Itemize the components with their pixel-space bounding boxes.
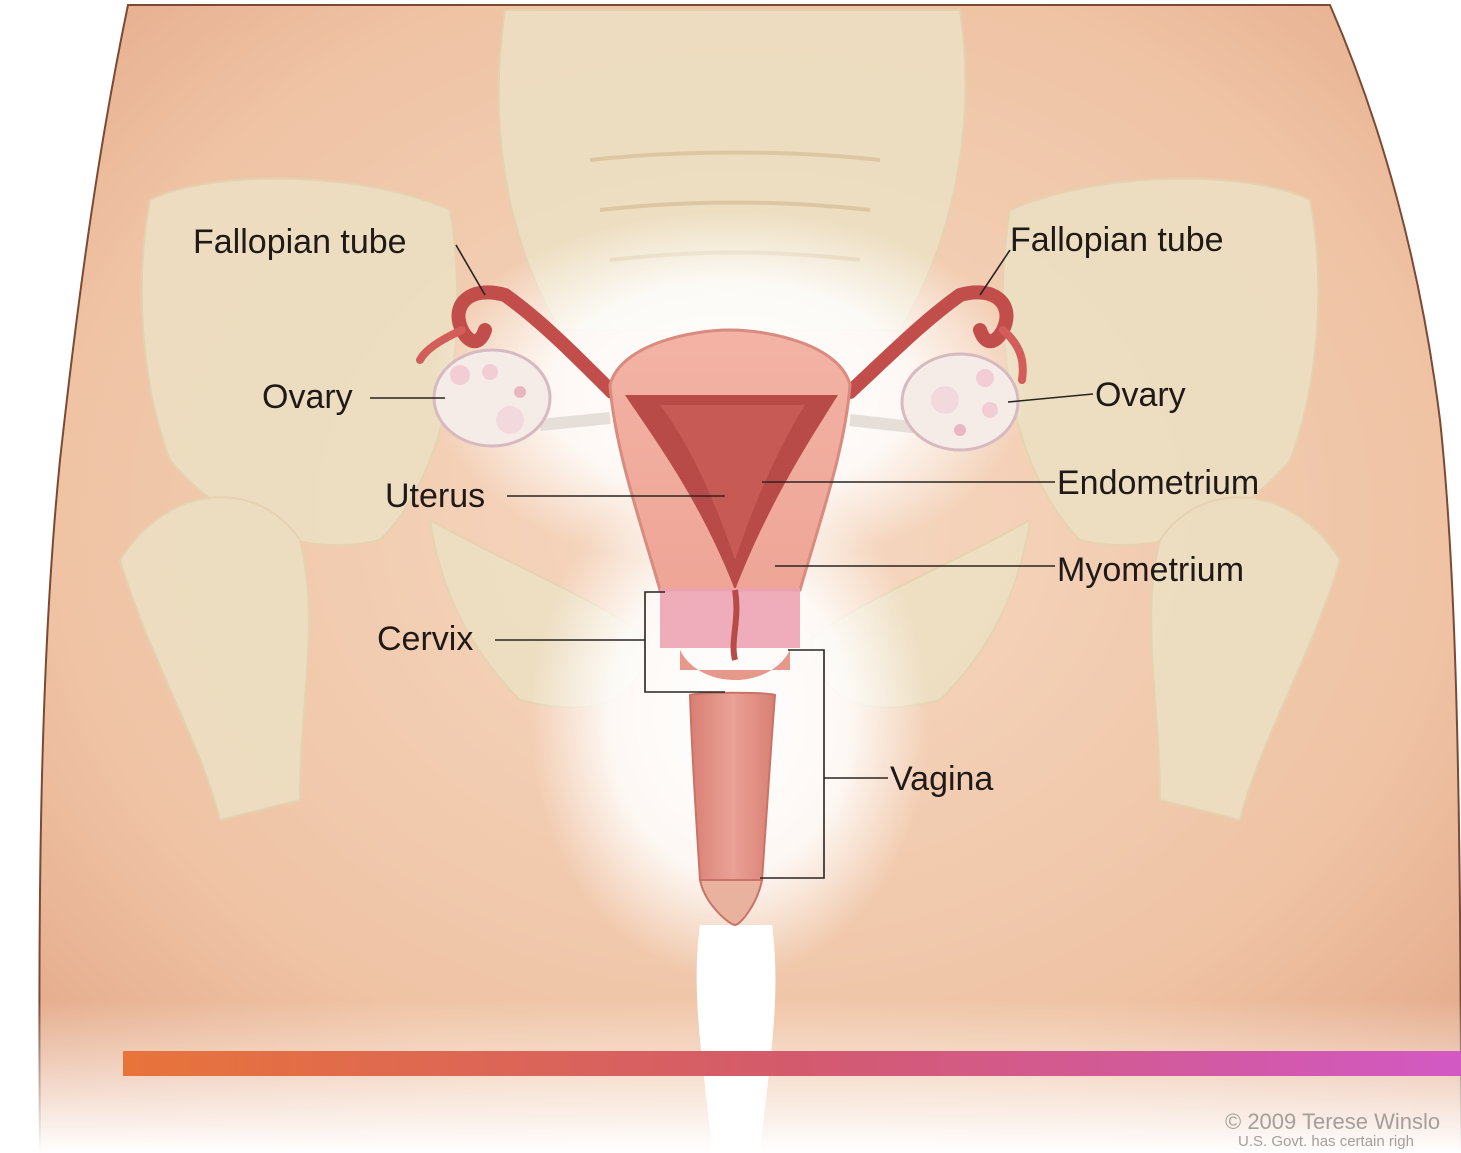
- label-ovary-left: Ovary: [262, 378, 353, 416]
- label-myometrium: Myometrium: [1057, 551, 1244, 589]
- copyright: © 2009 Terese Winslo U.S. Govt. has cert…: [1225, 1109, 1440, 1150]
- label-cervix: Cervix: [377, 620, 473, 658]
- label-fallopian-tube-left: Fallopian tube: [193, 223, 407, 261]
- label-ovary-right: Ovary: [1095, 376, 1186, 414]
- copyright-line-1: © 2009 Terese Winslo: [1225, 1109, 1440, 1134]
- label-fallopian-tube-right: Fallopian tube: [1010, 221, 1224, 259]
- copyright-line-2: U.S. Govt. has certain righ: [1238, 1133, 1414, 1150]
- label-uterus: Uterus: [385, 477, 485, 515]
- accent-bar: [123, 1051, 1461, 1076]
- label-endometrium: Endometrium: [1057, 464, 1259, 502]
- label-vagina: Vagina: [890, 760, 993, 798]
